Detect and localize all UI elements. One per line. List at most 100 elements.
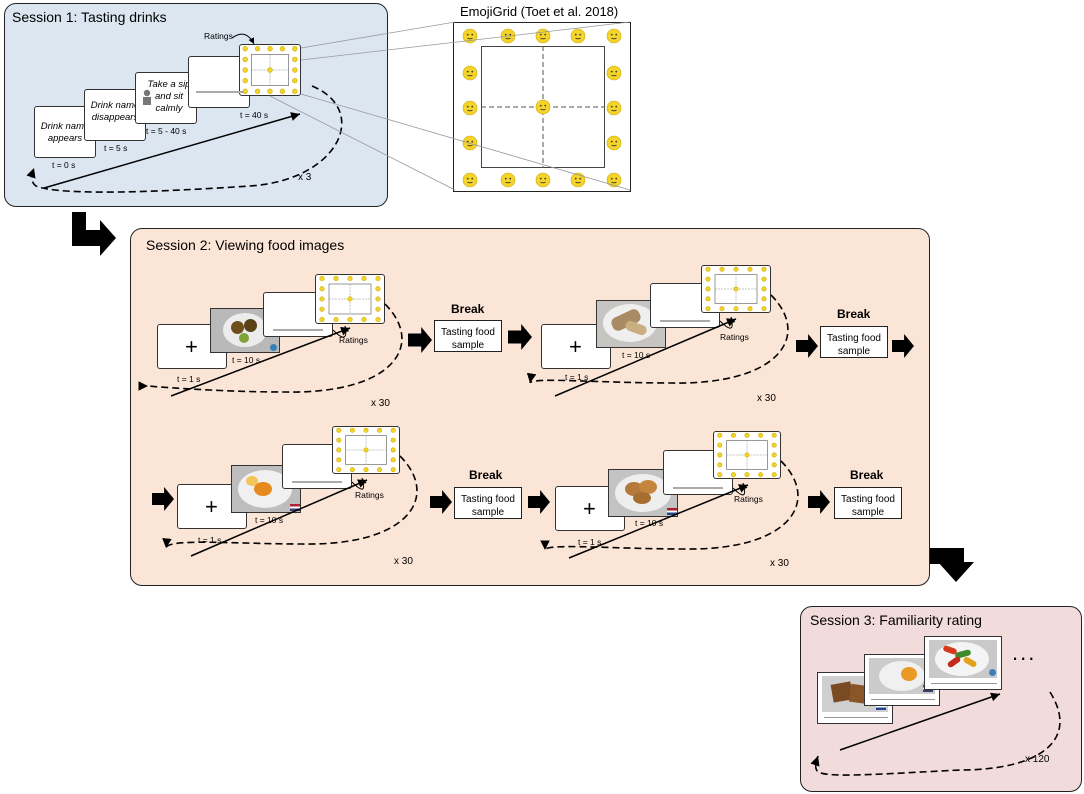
timeline-arrow <box>190 479 368 557</box>
fixation-cross: + <box>583 496 596 521</box>
emoji-face-icon <box>733 286 739 292</box>
ratings-arrow <box>351 477 367 490</box>
time-label: t = 5 s <box>104 143 128 153</box>
kiwi <box>244 319 257 332</box>
repeat-loop-arrow <box>540 460 799 551</box>
emoji-face-icon <box>375 296 381 302</box>
mini-emojigrid <box>705 266 767 312</box>
emoji-face-icon <box>535 99 551 115</box>
tasting-food-sample-box: Tasting food sample <box>454 487 522 519</box>
zoom-guide-line <box>269 95 456 191</box>
emoji-face-icon <box>758 432 764 438</box>
emoji-face-icon <box>336 457 342 463</box>
repetition-count: x 30 <box>394 556 413 567</box>
mini-emojigrid <box>319 275 381 323</box>
emoji-face-icon <box>336 437 342 443</box>
emoji-face-icon <box>747 306 753 312</box>
emoji-face-icon <box>349 427 355 433</box>
repeat-loop-arrow <box>526 294 789 384</box>
emoji-face-icon <box>730 472 736 478</box>
emoji-face-icon <box>606 65 622 81</box>
rating-scale <box>824 717 888 718</box>
repetition-count: x 30 <box>770 558 789 569</box>
emoji-face-icon <box>319 286 325 292</box>
break-title: Break <box>469 468 503 482</box>
emoji-face-icon <box>347 275 353 282</box>
repeat-loop-arrow <box>162 455 418 549</box>
ratings-label: Ratings <box>720 332 749 342</box>
emoji-face-icon <box>744 472 750 478</box>
fixation-time-label: t = 1 s <box>565 372 589 382</box>
emoji-face-icon <box>771 462 777 468</box>
emojigrid-title: EmojiGrid (Toet et al. 2018) <box>460 4 619 19</box>
emoji-face-icon <box>267 67 273 73</box>
pancake <box>633 492 651 504</box>
emoji-face-icon <box>363 467 369 473</box>
fixation-time-label: t = 1 s <box>177 374 201 384</box>
emoji-face-icon <box>606 28 622 44</box>
emoji-face-icon <box>771 432 777 438</box>
emoji-face-icon <box>761 266 767 272</box>
emoji-face-icon <box>500 172 516 188</box>
break-title: Break <box>837 307 871 321</box>
flow-arrow-icon <box>408 327 432 353</box>
emoji-face-icon <box>744 432 750 438</box>
orange <box>254 482 272 496</box>
flow-arrow-icon <box>152 487 174 511</box>
flow-arrow-icon <box>528 490 550 514</box>
break-title: Break <box>451 302 485 316</box>
mini-emojigrid <box>717 432 777 478</box>
more-items-ellipsis: ... <box>1012 640 1037 665</box>
emoji-face-icon <box>570 172 586 188</box>
emoji-face-icon <box>390 457 396 463</box>
emoji-face-icon <box>319 306 325 312</box>
emoji-face-icon <box>761 276 767 282</box>
timeline-arrow <box>170 326 351 397</box>
pancake <box>639 480 657 494</box>
zoom-guide-line <box>300 21 456 49</box>
arrow-layer <box>72 212 974 582</box>
emoji-face-icon <box>705 306 711 312</box>
emoji-face-icon <box>279 46 286 52</box>
familiarity-image-salad <box>924 636 1002 690</box>
emoji-face-icon <box>347 316 353 323</box>
emoji-face-icon <box>390 467 396 473</box>
line-layer <box>26 21 1061 776</box>
session2-title: Session 2: Viewing food images <box>146 237 345 253</box>
flow-arrow-icon <box>808 490 830 514</box>
ratings-arrow <box>719 316 736 329</box>
emoji-face-icon <box>719 306 725 312</box>
emoji-face-icon <box>254 88 261 94</box>
emojigrid-screen <box>713 431 781 479</box>
session1-title: Session 1: Tasting drinks <box>12 9 167 25</box>
emoji-face-icon <box>705 286 711 292</box>
emoji-face-icon <box>377 427 383 433</box>
emoji-face-icon <box>292 78 298 84</box>
flow-arrow-icon <box>796 334 818 358</box>
fixation-time-label: t = 1 s <box>578 537 602 547</box>
repetition-count: x 3 <box>298 172 312 183</box>
emoji-face-icon <box>606 172 622 188</box>
timeline-arrow <box>43 112 301 189</box>
emoji-face-icon <box>333 316 339 323</box>
emoji-face-icon <box>771 442 777 448</box>
time-label: t = 40 s <box>240 110 269 120</box>
emoji-face-icon <box>705 296 711 302</box>
ratings-label: Ratings <box>204 31 233 41</box>
drink-name-appears-text: Drink name appears <box>40 121 90 144</box>
emoji-face-icon <box>606 100 622 116</box>
emoji-face-icon <box>462 65 478 81</box>
emoji-face-icon <box>292 56 298 62</box>
emoji-face-icon <box>761 306 767 312</box>
timeline-arrow <box>554 318 737 397</box>
emoji-face-icon <box>279 88 286 94</box>
emoji-face-icon <box>254 46 261 52</box>
mini-emojigrid <box>242 46 298 94</box>
emoji-face-icon <box>267 46 273 52</box>
emoji-face-icon <box>390 427 396 433</box>
emoji-face-icon <box>606 135 622 151</box>
emoji-face-icon <box>242 78 248 84</box>
food-image-orange <box>231 465 301 513</box>
repetition-count: x 30 <box>371 398 390 409</box>
